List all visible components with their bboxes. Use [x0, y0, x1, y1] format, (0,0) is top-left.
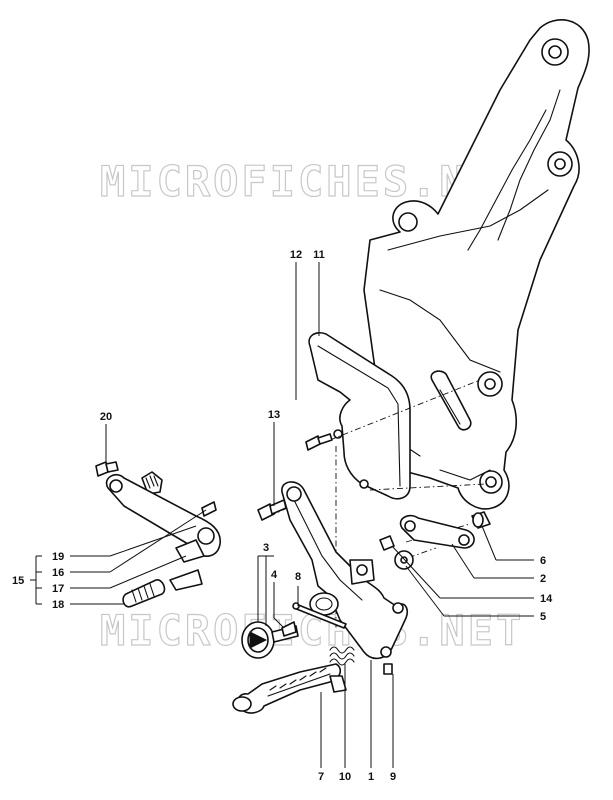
callout-19: 19	[52, 551, 64, 563]
callout-3: 3	[263, 542, 269, 554]
callout-numbers: 12 11 13 20 15 19 16 17 18 3 4 8 7 10 1 …	[12, 249, 553, 783]
footpeg-rubber	[232, 663, 347, 714]
bolt-13	[257, 499, 287, 521]
callout-9: 9	[390, 771, 396, 783]
callout-5: 5	[540, 611, 546, 623]
callout-8: 8	[295, 571, 301, 583]
callout-13: 13	[268, 409, 280, 421]
shift-lever-assembly	[95, 461, 221, 608]
callout-2: 2	[540, 573, 546, 585]
callout-20: 20	[100, 411, 112, 423]
linkage-rod	[399, 514, 475, 549]
callout-16: 16	[52, 567, 64, 579]
callout-1: 1	[368, 771, 374, 783]
callout-18: 18	[52, 599, 64, 611]
callout-12: 12	[290, 249, 302, 261]
leader-lines	[30, 262, 534, 768]
bolt-14	[379, 535, 395, 551]
alignment-line-b	[369, 483, 487, 491]
callout-10: 10	[339, 771, 351, 783]
callout-6: 6	[540, 555, 546, 567]
bushing-6	[471, 511, 491, 529]
callout-14: 14	[540, 593, 553, 605]
bolt-12	[305, 433, 333, 451]
callout-11: 11	[313, 249, 325, 261]
rod-8	[292, 602, 347, 629]
callout-15: 15	[12, 575, 24, 587]
brake-pedal-arm	[281, 481, 409, 660]
pin-9	[383, 663, 393, 675]
alignment-line-e	[405, 523, 471, 543]
spring-10	[329, 646, 355, 666]
heel-guard-plate	[308, 331, 411, 500]
callout-17: 17	[52, 583, 64, 595]
pin-4	[281, 621, 297, 637]
callout-4: 4	[271, 569, 278, 581]
callout-7: 7	[318, 771, 324, 783]
